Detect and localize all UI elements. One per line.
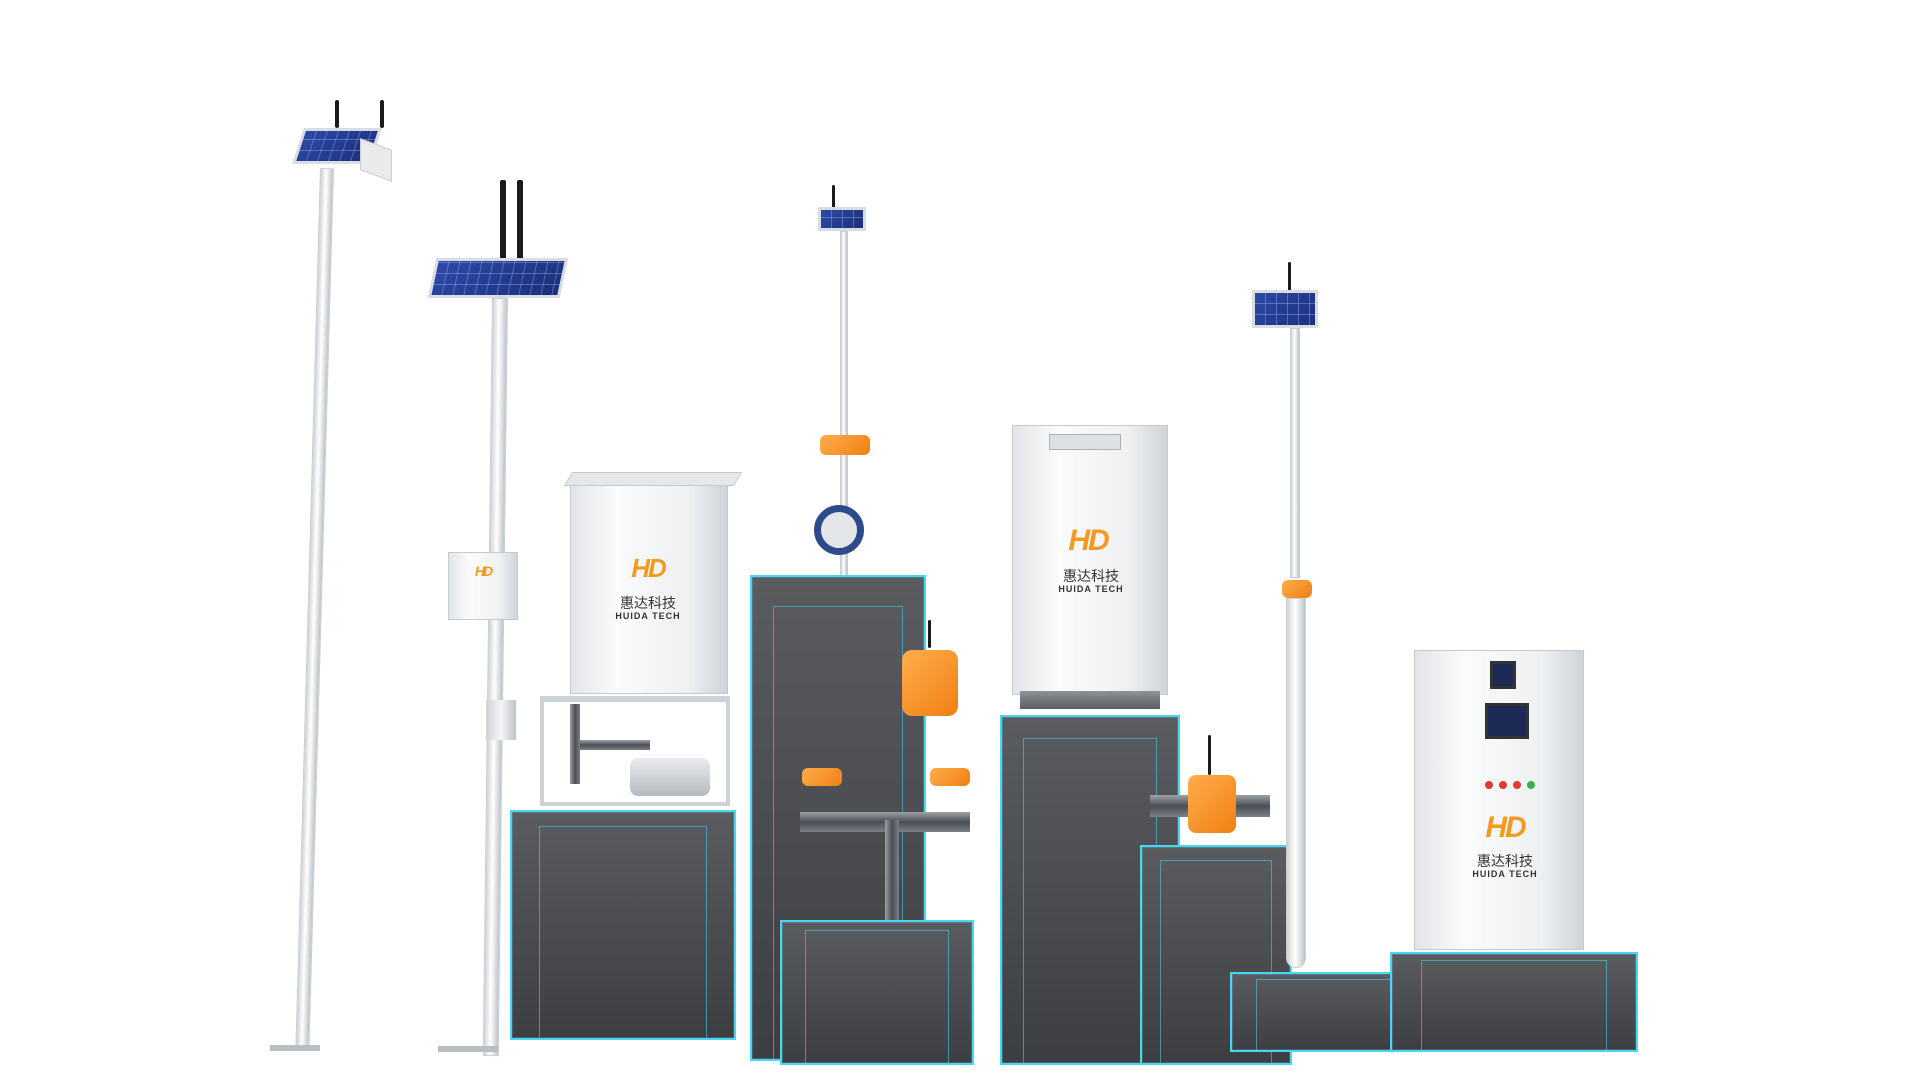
- status-lamp-icon: [1485, 781, 1493, 789]
- antenna-icon: [517, 180, 523, 260]
- cabinet-top: [563, 472, 743, 486]
- butterfly-valve-icon: [814, 505, 864, 555]
- antenna-icon: [335, 100, 339, 128]
- frame-pipe: [570, 704, 580, 784]
- actuator: [802, 768, 842, 786]
- large-cabinet: HD 惠达科技 HUIDA TECH: [1012, 425, 1168, 695]
- pole-base: [270, 1045, 320, 1051]
- pole-base: [438, 1046, 498, 1052]
- status-lamp-icon: [1527, 781, 1535, 789]
- indicator-screen: [1490, 661, 1516, 689]
- hmi-screen: [1485, 703, 1529, 739]
- device-dosing-station: HD 惠达科技 HUIDA TECH: [510, 472, 750, 1063]
- control-box: HD: [448, 552, 518, 620]
- antenna-icon: [1288, 262, 1291, 292]
- brand-logo-cn: 惠达科技: [1063, 569, 1119, 585]
- brand-logo-mark: HD: [1485, 811, 1526, 844]
- actuator: [930, 768, 970, 786]
- pole: [295, 168, 334, 1049]
- panel-bracket: [360, 138, 392, 182]
- device-solar-pole-2: HD: [420, 180, 580, 1060]
- frame-pipe: [580, 740, 650, 750]
- pole: [482, 298, 508, 1057]
- antenna-icon: [380, 100, 384, 128]
- drop-pipe: [885, 820, 899, 920]
- actuator: [820, 435, 870, 455]
- brand-logo-mark: HD: [474, 563, 493, 579]
- antenna-icon: [832, 185, 835, 209]
- brand-logo-en: HUIDA TECH: [1058, 584, 1124, 594]
- device-control-cabinet: HD 惠达科技 HUIDA TECH: [1390, 650, 1650, 1060]
- antenna-icon: [928, 620, 931, 648]
- orange-meter: [1188, 775, 1236, 833]
- brand-logo-en: HUIDA TECH: [1472, 869, 1538, 879]
- dosing-cabinet: HD 惠达科技 HUIDA TECH: [570, 482, 728, 694]
- status-lamp-icon: [1499, 781, 1507, 789]
- pole: [840, 231, 848, 621]
- solar-panel-icon: [1252, 290, 1318, 328]
- frame: [540, 696, 730, 806]
- device-pipe-valves: [780, 620, 990, 1065]
- solar-panel-icon: [818, 207, 866, 231]
- device-solar-pole-1: [270, 100, 410, 1060]
- pole-clamp: [486, 700, 516, 740]
- solar-panel-icon: [427, 258, 569, 298]
- brand-logo-en: HUIDA TECH: [615, 611, 681, 621]
- brand-logo-mark: HD: [631, 553, 667, 583]
- orange-sensor: [902, 650, 958, 716]
- sensor-head: [1282, 580, 1312, 598]
- control-cabinet: HD 惠达科技 HUIDA TECH: [1414, 650, 1584, 950]
- pedestal: [510, 810, 736, 1040]
- top-display: [1049, 434, 1121, 450]
- cabinet-base: [1020, 691, 1160, 709]
- pump-motor: [630, 758, 710, 796]
- brand-logo-mark: HD: [1068, 524, 1109, 557]
- pedestal: [1390, 952, 1638, 1052]
- antenna-icon: [500, 180, 506, 260]
- pedestal: [780, 920, 974, 1065]
- status-lamp-icon: [1513, 781, 1521, 789]
- antenna-icon: [1208, 735, 1211, 775]
- brand-logo-cn: 惠达科技: [1477, 854, 1533, 870]
- pole: [1290, 328, 1300, 578]
- probe-tube: [1286, 598, 1306, 968]
- brand-logo-cn: 惠达科技: [620, 596, 676, 612]
